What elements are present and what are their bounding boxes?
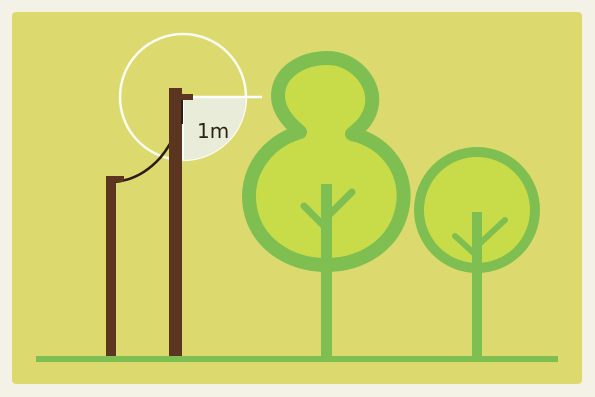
small-tree-trunk: [472, 212, 482, 359]
short-pole-shaft: [106, 176, 116, 359]
short-utility-pole-icon: [106, 176, 124, 359]
tall-pole-crossarm: [169, 94, 193, 100]
clearance-label: 1m: [197, 119, 229, 143]
small-tree-branch-left: [452, 233, 480, 259]
small-tree-icon: [414, 147, 540, 359]
ground-line: [36, 356, 558, 362]
short-pole-crossarm: [106, 176, 124, 182]
small-tree-branch-right: [474, 217, 508, 249]
large-tree-branch-right: [322, 188, 356, 222]
large-tree-trunk: [321, 184, 332, 359]
tall-utility-pole-icon: [169, 88, 193, 359]
large-tree-icon: [242, 51, 411, 359]
clearance-quadrant: [183, 97, 246, 160]
large-tree-branch-left: [300, 202, 330, 232]
tall-pole-shaft: [169, 88, 182, 359]
